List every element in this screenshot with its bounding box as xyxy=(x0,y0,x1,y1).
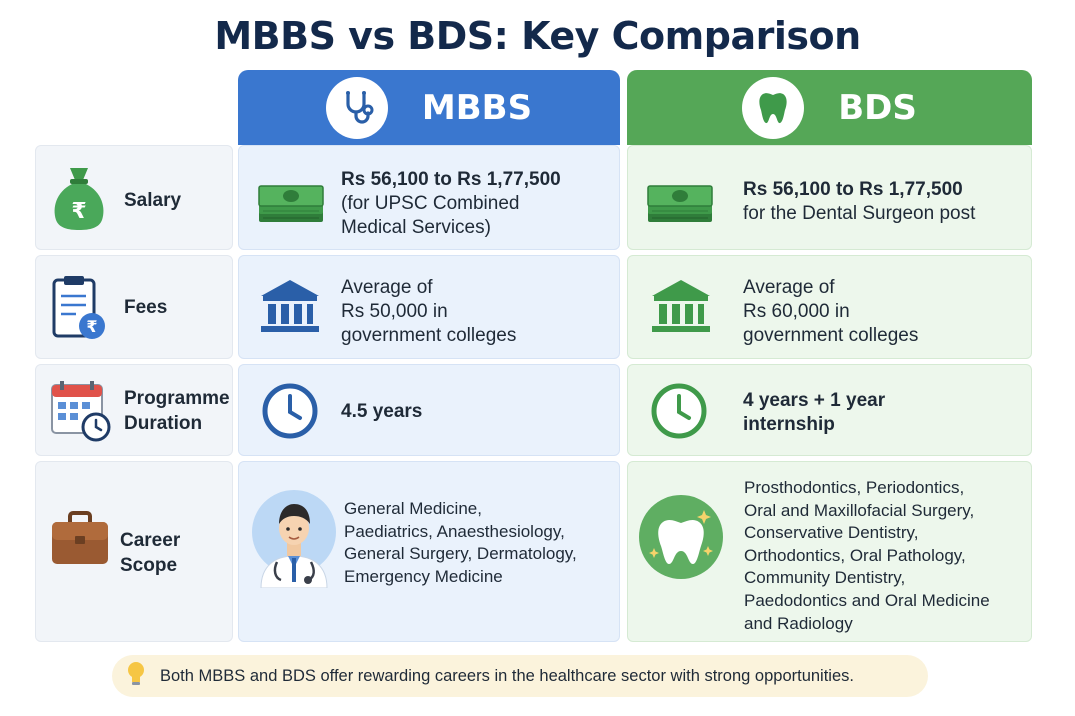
salary-label: Salary xyxy=(124,190,182,211)
bds-fees-cell: Average of Rs 60,000 in government colle… xyxy=(627,255,1032,359)
fees-label: Fees xyxy=(124,297,168,318)
bds-career-list: Prosthodontics, Periodontics, Oral and M… xyxy=(744,477,990,635)
mbbs-fees-line-3: government colleges xyxy=(341,325,517,346)
bds-salary-range: Rs 56,100 to Rs 1,77,500 xyxy=(743,179,963,200)
mbbs-fees-text: Average of Rs 50,000 in government colle… xyxy=(341,276,516,348)
mbbs-career-line: Paediatrics, Anaesthesiology, xyxy=(344,521,565,541)
mbbs-column-header: MBBS xyxy=(238,70,620,145)
bds-career-line: Orthodontics, Oral Pathology, xyxy=(744,545,966,565)
bds-career-line: Oral and Maxillofacial Surgery, xyxy=(744,500,975,520)
clipboard-rupee-icon: ₹ xyxy=(50,274,110,348)
duration-label-line-1: Programme xyxy=(124,388,230,409)
mbbs-salary-note-2: Medical Services) xyxy=(341,217,491,238)
duration-label-cell: Programme Duration xyxy=(35,364,233,456)
page-title: MBBS vs BDS: Key Comparison xyxy=(214,14,861,58)
bds-column-header: BDS xyxy=(627,70,1032,145)
bds-fees-text: Average of Rs 60,000 in government colle… xyxy=(743,276,918,348)
cash-stack-icon xyxy=(255,178,327,232)
bank-building-icon xyxy=(259,278,321,340)
svg-text:₹: ₹ xyxy=(86,317,97,336)
tooth-icon xyxy=(742,76,805,139)
bds-duration-text: 4 years + 1 year internship xyxy=(743,389,885,437)
bds-career-line: and Radiology xyxy=(744,613,853,633)
cash-stack-icon xyxy=(644,178,716,232)
mbbs-duration-value: 4.5 years xyxy=(341,401,423,422)
mbbs-career-line: General Surgery, Dermatology, xyxy=(344,544,577,564)
lightbulb-icon xyxy=(126,661,146,691)
mbbs-duration-cell: 4.5 years xyxy=(238,364,620,456)
svg-text:₹: ₹ xyxy=(71,199,86,224)
bds-salary-cell: Rs 56,100 to Rs 1,77,500 for the Dental … xyxy=(627,145,1032,250)
briefcase-icon xyxy=(50,508,110,572)
bds-fees-line-1: Average of xyxy=(743,277,835,298)
mbbs-fees-line-2: Rs 50,000 in xyxy=(341,301,448,322)
bds-career-cell: Prosthodontics, Periodontics, Oral and M… xyxy=(627,461,1032,642)
mbbs-fees-line-1: Average of xyxy=(341,277,433,298)
mbbs-salary-text: Rs 56,100 to Rs 1,77,500 (for UPSC Combi… xyxy=(341,168,561,240)
salary-label-cell: ₹ Salary xyxy=(35,145,233,250)
mbbs-career-line: General Medicine, xyxy=(344,499,482,518)
bds-fees-line-2: Rs 60,000 in xyxy=(743,301,850,322)
footer-note: Both MBBS and BDS offer rewarding career… xyxy=(112,655,928,697)
career-label: Career Scope xyxy=(120,530,181,576)
sparkling-tooth-icon xyxy=(638,494,724,584)
duration-label: Programme Duration xyxy=(124,386,230,436)
bds-salary-note: for the Dental Surgeon post xyxy=(743,203,976,224)
bds-salary-text: Rs 56,100 to Rs 1,77,500 for the Dental … xyxy=(743,178,975,226)
money-bag-icon: ₹ xyxy=(50,164,108,238)
footer-text: Both MBBS and BDS offer rewarding career… xyxy=(160,666,854,685)
calendar-clock-icon xyxy=(50,379,112,447)
clock-icon xyxy=(261,382,319,444)
mbbs-career-list: General Medicine, Paediatrics, Anaesthes… xyxy=(344,498,577,588)
mbbs-salary-note-1: (for UPSC Combined xyxy=(341,193,520,214)
duration-label-line-2: Duration xyxy=(124,413,203,434)
fees-label-cell: ₹ Fees xyxy=(35,255,233,359)
mbbs-salary-range: Rs 56,100 to Rs 1,77,500 xyxy=(341,169,561,190)
bds-career-line: Prosthodontics, Periodontics, xyxy=(744,478,965,497)
bds-fees-line-3: government colleges xyxy=(743,325,919,346)
mbbs-duration-text: 4.5 years xyxy=(341,400,422,424)
stethoscope-icon xyxy=(325,76,388,139)
clock-icon xyxy=(650,382,708,444)
mbbs-career-line: Emergency Medicine xyxy=(344,566,503,586)
bds-career-line: Paedodontics and Oral Medicine xyxy=(744,590,990,610)
mbbs-career-cell: General Medicine, Paediatrics, Anaesthes… xyxy=(238,461,620,642)
bank-building-icon xyxy=(650,278,712,340)
bds-header-label: BDS xyxy=(838,87,917,128)
career-label-cell: Career Scope xyxy=(35,461,233,642)
bds-duration-line-2: internship xyxy=(743,414,835,435)
bds-career-line: Conservative Dentistry, xyxy=(744,523,919,543)
bds-duration-line-1: 4 years + 1 year xyxy=(743,390,886,411)
bds-duration-cell: 4 years + 1 year internship xyxy=(627,364,1032,456)
mbbs-salary-cell: Rs 56,100 to Rs 1,77,500 (for UPSC Combi… xyxy=(238,145,620,250)
bds-career-line: Community Dentistry, xyxy=(744,568,906,588)
mbbs-header-label: MBBS xyxy=(421,87,533,128)
mbbs-fees-cell: Average of Rs 50,000 in government colle… xyxy=(238,255,620,359)
doctor-avatar-icon xyxy=(251,488,337,592)
